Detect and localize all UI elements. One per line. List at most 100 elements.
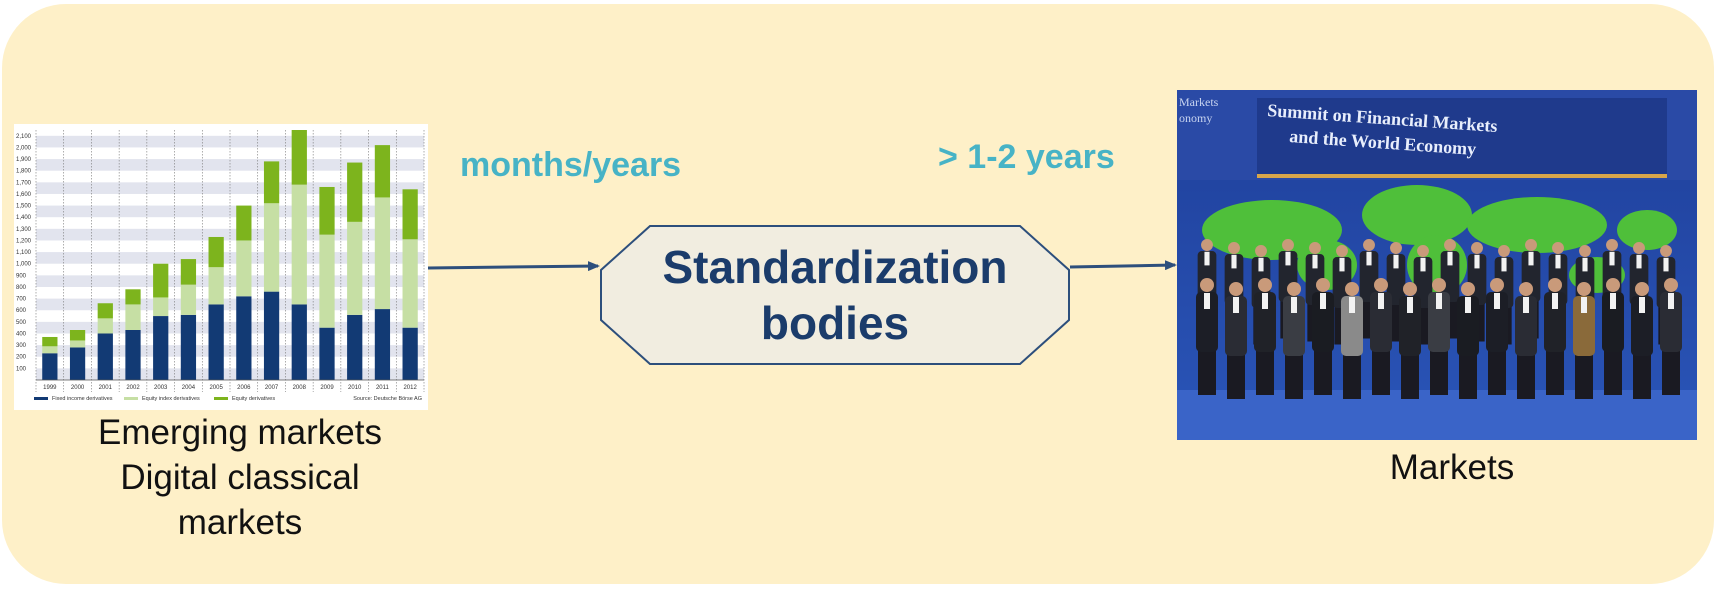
chart-xtick-label: 2003 (154, 385, 168, 391)
chart-xtick-label: 2001 (99, 385, 113, 391)
chart-xtick-label: 2010 (348, 385, 362, 391)
chart-bar (208, 236, 224, 268)
arrow-left-to-box (427, 261, 600, 272)
chart-ytick-label: 900 (16, 273, 27, 279)
person-silhouette (1370, 278, 1392, 395)
left-duration-label: months/years (460, 146, 682, 184)
chart-ytick-label: 700 (16, 297, 27, 303)
chart-ytick-label: 500 (16, 320, 27, 326)
chart-ytick-label: 2,000 (16, 145, 32, 151)
chart-bar (69, 347, 86, 380)
chart-bar (374, 309, 391, 380)
person-silhouette (1486, 278, 1508, 395)
chart-bar (97, 318, 113, 334)
derivatives-chart: 100 200 300 400 500 600 700 800 900 1,000 1,100 1,2… (14, 124, 428, 410)
chart-bar (319, 186, 335, 235)
chart-svg: 100 200 300 400 500 600 700 800 900 1,000 1,100 1,2… (16, 130, 425, 402)
chart-bar (263, 203, 280, 292)
chart-bar (291, 130, 307, 185)
chart-bar (374, 145, 391, 198)
person-silhouette (1399, 282, 1421, 399)
chart-bar (42, 353, 58, 380)
chart-legend-swatch (34, 397, 48, 400)
chart-bar (291, 184, 307, 305)
chart-bar (208, 267, 224, 305)
person-silhouette (1457, 282, 1479, 399)
left-caption-line-2: Digital classical (120, 458, 360, 497)
chart-ytick-label: 1,000 (16, 262, 32, 268)
summit-photo-illustration: Summit on Financial Markets and the Worl… (1177, 90, 1697, 440)
person-silhouette (1283, 282, 1305, 399)
chart-grid-band (36, 252, 424, 264)
chart-xtick-label: 2005 (209, 385, 223, 391)
person-silhouette (1254, 278, 1276, 395)
chart-grid-band (36, 135, 424, 148)
standardization-box-shape (600, 225, 1070, 365)
chart-bar (153, 263, 169, 298)
chart-bar (263, 291, 280, 380)
chart-bar (402, 189, 418, 240)
chart-legend-swatch (124, 397, 138, 400)
chart-legend-swatch (214, 397, 228, 400)
chart-xtick-label: 2011 (376, 385, 390, 391)
chart-ytick-label: 1,200 (16, 238, 32, 244)
person-silhouette (1631, 282, 1653, 399)
chart-bar (263, 161, 280, 204)
chart-grid-band (36, 228, 424, 241)
chart-bar (402, 327, 418, 380)
summit-photo: Summit on Financial Markets and the Worl… (1177, 90, 1697, 440)
person-silhouette (1573, 282, 1595, 399)
chart-xtick-label: 2000 (71, 385, 85, 391)
chart-ytick-label: 1,100 (16, 250, 32, 256)
chart-ytick-label: 1,500 (16, 204, 32, 210)
chart-bar (319, 234, 335, 328)
chart-bar (97, 333, 113, 380)
left-caption: Emerging markets Digital classical marke… (40, 410, 440, 545)
banner-left-2: onomy (1179, 111, 1212, 125)
chart-bar (236, 240, 252, 297)
chart-ytick-label: 2,100 (16, 134, 32, 140)
chart-bar (125, 304, 141, 330)
chart-ytick-label: 1,600 (16, 192, 32, 198)
left-caption-line-3: markets (177, 503, 303, 542)
arrow-box-to-photo (1069, 260, 1177, 271)
person-silhouette (1341, 282, 1363, 399)
chart-bar (180, 284, 197, 315)
chart-xtick-label: 1999 (43, 385, 57, 391)
chart-ytick-label: 800 (16, 285, 27, 291)
chart-bar (42, 346, 58, 354)
chart-bar (208, 304, 224, 380)
left-caption-line-1: Emerging markets (98, 413, 382, 452)
chart-ytick-label: 300 (16, 343, 27, 349)
chart-xtick-label: 2009 (320, 385, 334, 391)
chart-bar (153, 297, 169, 317)
person-silhouette (1660, 278, 1682, 395)
chart-legend-label: Fixed income derivatives (52, 396, 113, 402)
chart-xtick-label: 2008 (293, 385, 307, 391)
chart-xtick-label: 2006 (237, 385, 251, 391)
chart-bar (402, 239, 418, 328)
person-silhouette (1428, 278, 1450, 395)
chart-bar (153, 316, 169, 380)
chart-ytick-label: 1,800 (16, 169, 32, 175)
chart-bar (347, 162, 363, 222)
chart-bar (319, 327, 335, 380)
chart-ytick-label: 100 (16, 366, 27, 372)
chart-bar (69, 340, 86, 348)
chart-bar (180, 314, 197, 380)
chart-legend-label: Equity index derivatives (142, 396, 200, 402)
chart-xtick-label: 2007 (265, 385, 279, 391)
chart-ytick-label: 200 (16, 355, 27, 361)
chart-ytick-label: 1,400 (16, 215, 32, 221)
chart-ytick-label: 400 (16, 331, 27, 337)
chart-bar (374, 197, 391, 310)
chart-xtick-label: 2012 (403, 385, 417, 391)
chart-xtick-label: 2004 (182, 385, 196, 391)
chart-ytick-label: 600 (16, 308, 27, 314)
person-silhouette (1515, 282, 1537, 399)
person-silhouette (1196, 278, 1218, 395)
right-caption: Markets (1389, 448, 1515, 487)
person-silhouette (1602, 278, 1624, 395)
right-duration-label: > 1-2 years (938, 138, 1115, 176)
